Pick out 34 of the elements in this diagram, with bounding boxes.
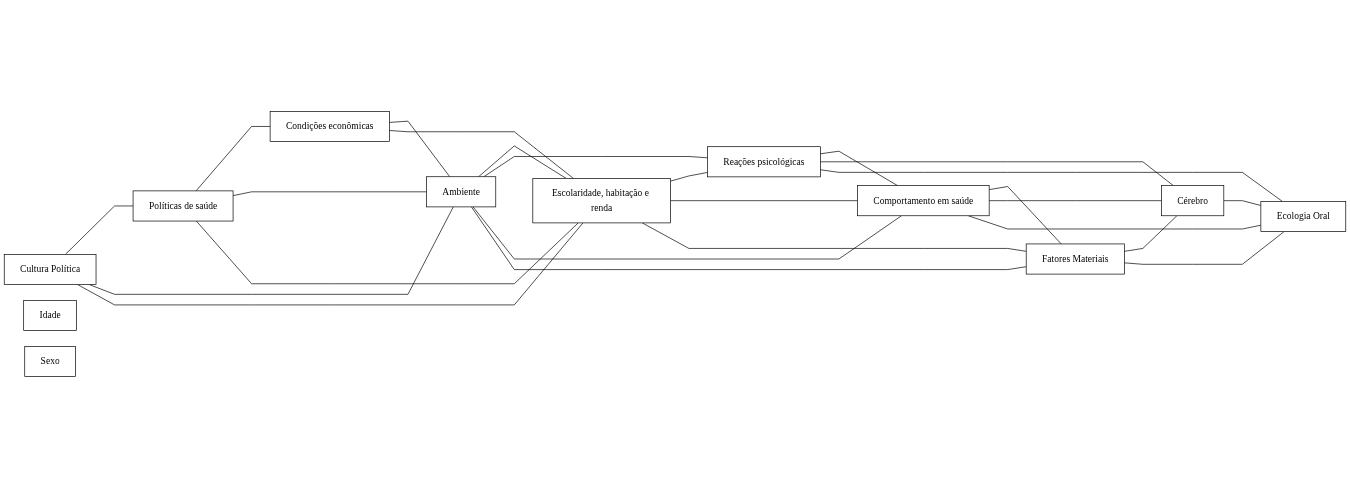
connector — [77, 222, 584, 306]
connector — [196, 220, 579, 285]
node-box: Comportamento em saúde — [857, 185, 990, 217]
connector — [195, 126, 271, 192]
connector — [820, 161, 1174, 186]
connector — [670, 200, 858, 202]
node-box: Ambiente — [426, 176, 497, 208]
node-box: Cérebro — [1161, 185, 1225, 217]
node-box: Cultura Política — [3, 254, 97, 285]
node-box: Condições econômicas — [269, 111, 390, 142]
connector — [1124, 231, 1285, 265]
connector — [483, 156, 708, 178]
connector — [820, 150, 898, 186]
connector — [389, 120, 451, 178]
node-box: Políticas de saúde — [132, 190, 234, 222]
connector — [389, 130, 574, 179]
node-box: Sexo — [24, 346, 76, 377]
node-box: Ecologia Oral — [1260, 201, 1347, 232]
node-box: Fatores Materiais — [1025, 243, 1125, 275]
node-box: Reações psicológicas — [707, 146, 821, 178]
connector — [670, 172, 708, 182]
node-box: Escolaridade, habitação e renda — [532, 178, 671, 224]
connector — [472, 206, 902, 260]
connector — [988, 186, 1062, 245]
connector — [232, 191, 427, 196]
node-box: Idade — [23, 300, 77, 331]
connector — [988, 200, 1162, 202]
connector — [1124, 215, 1178, 252]
connector — [471, 206, 1027, 270]
connector — [820, 169, 1283, 202]
connector — [1223, 200, 1262, 206]
connector — [65, 205, 134, 255]
connector — [478, 145, 567, 179]
connector — [641, 222, 1027, 252]
